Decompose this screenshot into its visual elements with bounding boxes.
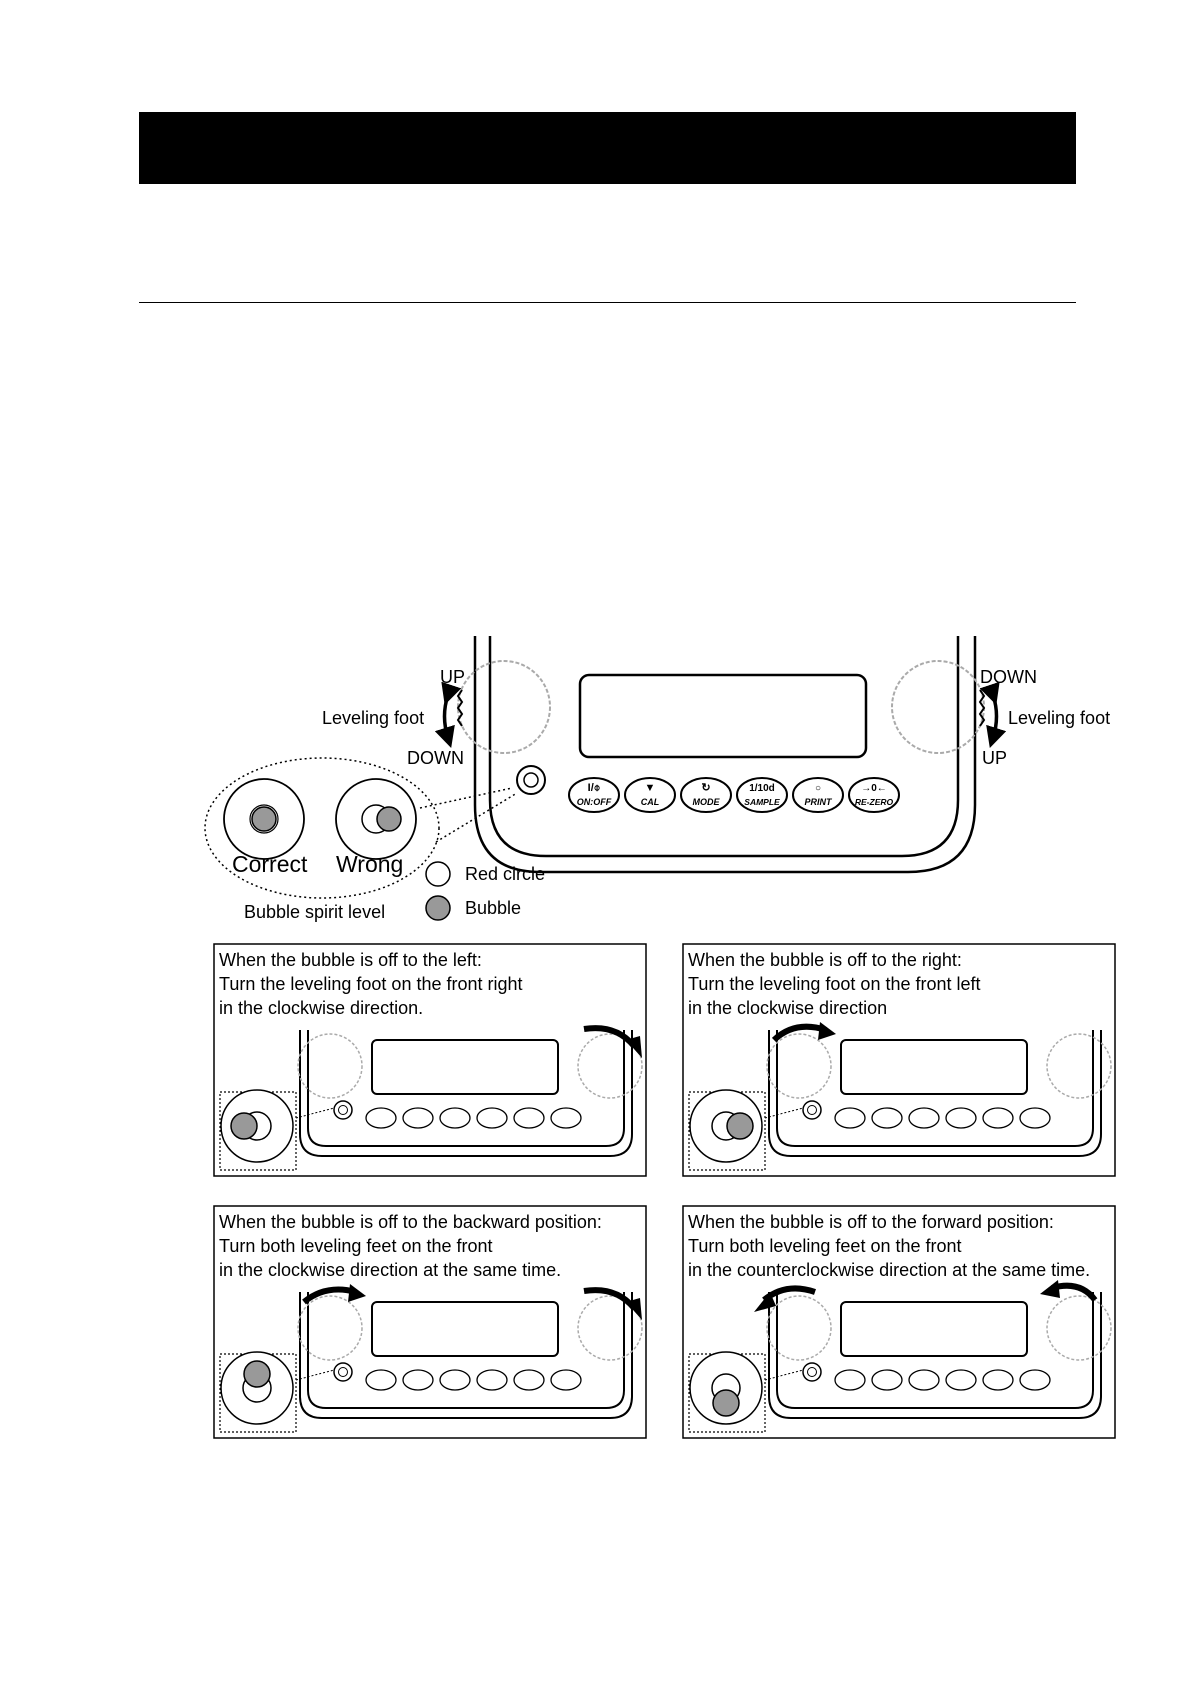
- label-leveling-foot-right: Leveling foot: [1008, 708, 1110, 728]
- panel-line2: Turn both leveling feet on the front: [219, 1236, 493, 1256]
- key-cal[interactable]: ▼ CAL: [624, 777, 676, 813]
- label-bubble-spirit-level: Bubble spirit level: [244, 902, 385, 922]
- key-top: ○: [815, 783, 821, 794]
- key-label: MODE: [693, 797, 721, 807]
- panel-line3: in the clockwise direction: [688, 998, 887, 1018]
- panel-line3: in the counterclockwise direction at the…: [688, 1260, 1090, 1280]
- key-top: 1/10d: [749, 783, 775, 794]
- leveling-foot-right: [891, 660, 985, 754]
- panel-line1: When the bubble is off to the left:: [219, 950, 482, 970]
- legend-red-circle-label: Red circle: [465, 864, 545, 884]
- panel-line3: in the clockwise direction.: [219, 998, 423, 1018]
- arrow-up-down-left: [434, 681, 462, 749]
- correct-level: [223, 778, 305, 860]
- key-print[interactable]: ○ PRINT: [792, 777, 844, 813]
- panel-line2: Turn both leveling feet on the front: [688, 1236, 962, 1256]
- label-correct: Correct: [232, 851, 308, 877]
- key-re-zero[interactable]: →0← RE-ZERO: [848, 777, 900, 813]
- panel-line1: When the bubble is off to the right:: [688, 950, 962, 970]
- panel-line2: Turn the leveling foot on the front righ…: [219, 974, 523, 994]
- key-label: ON:OFF: [577, 797, 612, 807]
- bubble-off-right: [726, 1112, 754, 1140]
- key-sample[interactable]: 1/10d SAMPLE: [736, 777, 788, 813]
- key-mode[interactable]: ↻ MODE: [680, 777, 732, 813]
- divider-rule: [139, 302, 1076, 303]
- key-top: ↻: [701, 782, 710, 794]
- arrow-up-down-right: [979, 681, 1007, 749]
- balance-front-view: [456, 636, 986, 874]
- key-top: ▼: [645, 782, 656, 794]
- bubble-detail-callout: [204, 757, 518, 899]
- legend-red-circle-icon: [425, 861, 451, 887]
- panel-line2: Turn the leveling foot on the front left: [688, 974, 981, 994]
- key-label: CAL: [641, 797, 660, 807]
- label-down-right: DOWN: [980, 667, 1037, 687]
- rotate-arrow-right: [583, 1287, 637, 1310]
- bubble-off-left: [230, 1112, 258, 1140]
- panel-bubble-left: When the bubble is off to the left: Turn…: [213, 943, 647, 1177]
- panel-bubble-backward: When the bubble is off to the backward p…: [213, 1205, 647, 1439]
- key-top: →0←: [861, 783, 887, 794]
- panel-line1: When the bubble is off to the forward po…: [688, 1212, 1054, 1232]
- panel-bubble-right: When the bubble is off to the right: Tur…: [682, 943, 1116, 1177]
- wrong-level: [335, 778, 417, 860]
- panel-line1: When the bubble is off to the backward p…: [219, 1212, 602, 1232]
- label-up-left: UP: [440, 667, 465, 687]
- leveling-foot-left: [457, 660, 551, 754]
- panel-bubble-forward: When the bubble is off to the forward po…: [682, 1205, 1116, 1439]
- bubble-off-backward: [243, 1360, 271, 1388]
- key-label: RE-ZERO: [855, 797, 894, 807]
- display-window: [578, 673, 868, 759]
- key-label: SAMPLE: [744, 797, 780, 807]
- bubble-off-forward: [712, 1389, 740, 1417]
- key-on-off[interactable]: I/⌽ ON:OFF: [568, 777, 620, 813]
- key-label: PRINT: [805, 797, 834, 807]
- label-up-right: UP: [982, 748, 1007, 768]
- label-wrong: Wrong: [336, 851, 403, 877]
- rotate-arrow-right: [583, 1025, 637, 1048]
- label-leveling-foot-left: Leveling foot: [322, 708, 424, 728]
- label-down-left: DOWN: [407, 748, 464, 768]
- legend-bubble-icon: [425, 895, 451, 921]
- key-top: I/⌽: [588, 782, 601, 794]
- section-header-bar: [139, 112, 1076, 184]
- panel-line3: in the clockwise direction at the same t…: [219, 1260, 561, 1280]
- legend-bubble-label: Bubble: [465, 898, 521, 918]
- spirit-level: [516, 765, 546, 795]
